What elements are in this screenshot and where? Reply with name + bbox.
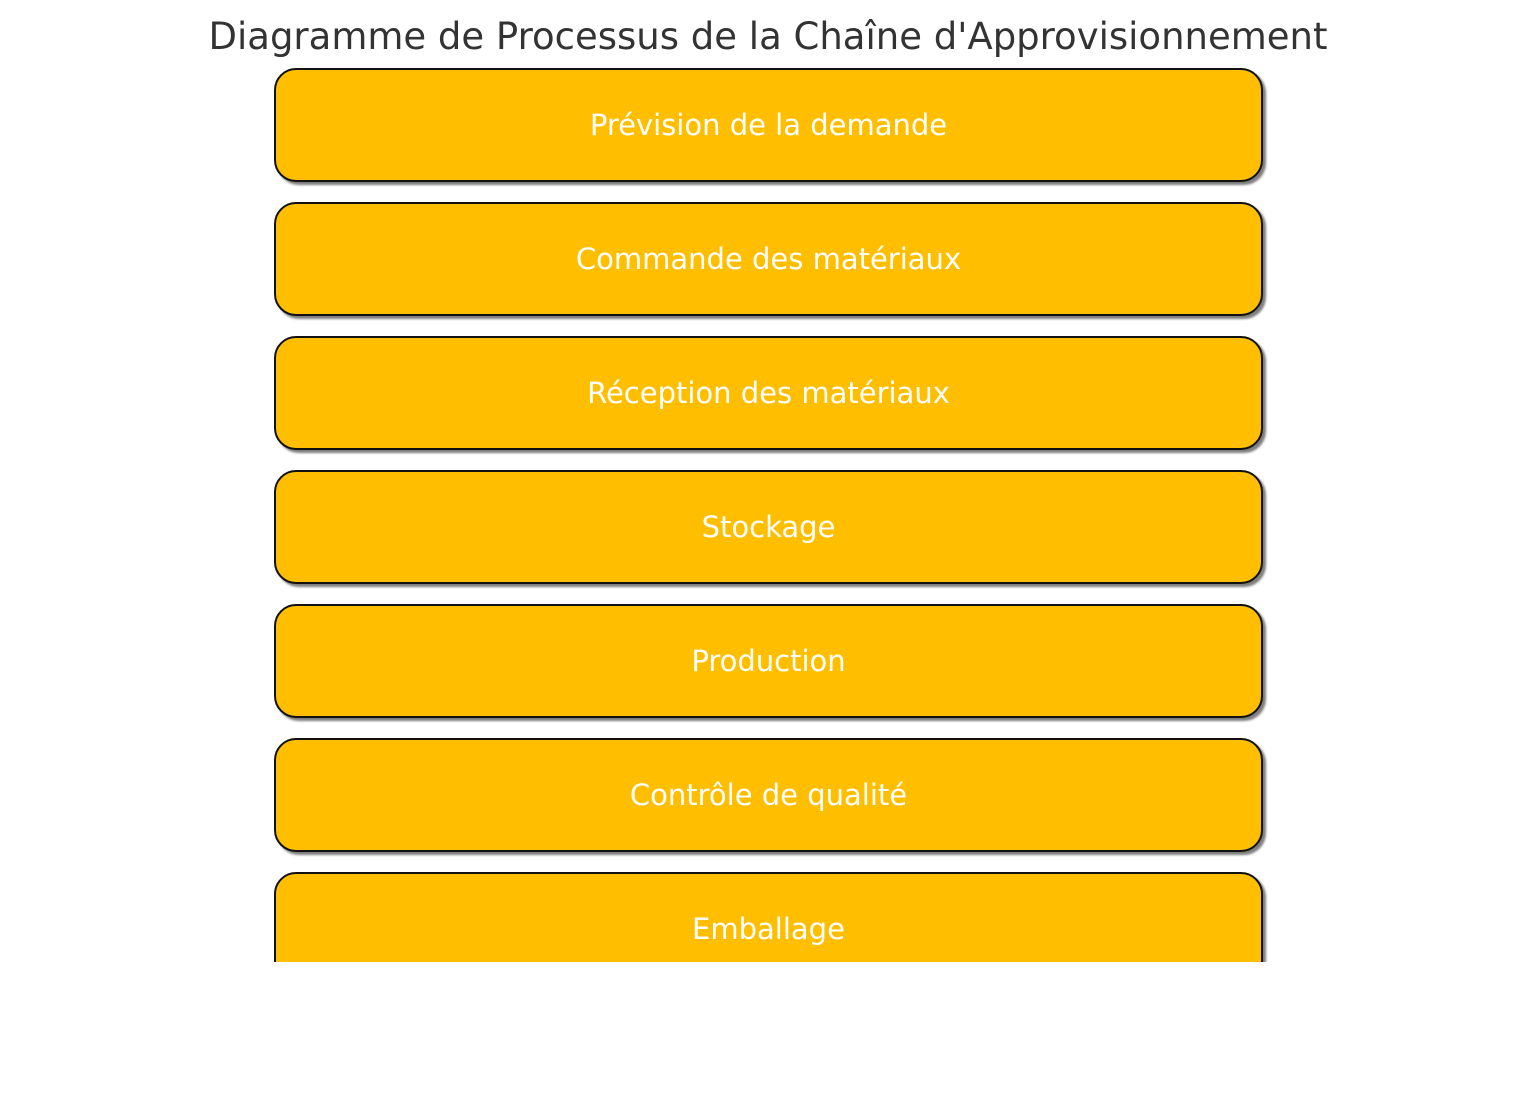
flow-node-label: Production — [691, 644, 846, 678]
flow-node-3[interactable]: Réception des matériaux — [274, 336, 1263, 450]
flow-node-label: Prévision de la demande — [589, 108, 948, 142]
flow-node-7[interactable]: Emballage — [274, 872, 1263, 962]
flow-node-label: Contrôle de qualité — [629, 778, 908, 812]
flowchart-node-stack: Prévision de la demande Commande des mat… — [274, 68, 1268, 962]
flow-node-label: Emballage — [692, 912, 845, 946]
flow-node-5[interactable]: Production — [274, 604, 1263, 718]
flow-node-2[interactable]: Commande des matériaux — [274, 202, 1263, 316]
flow-node-4[interactable]: Stockage — [274, 470, 1263, 584]
flow-node-label: Commande des matériaux — [575, 242, 962, 276]
flow-node-6[interactable]: Contrôle de qualité — [274, 738, 1263, 852]
flow-node-1[interactable]: Prévision de la demande — [274, 68, 1263, 182]
flow-node-label: Stockage — [701, 510, 836, 544]
flow-node-label: Réception des matériaux — [587, 376, 950, 410]
page-title: Diagramme de Processus de la Chaîne d'Ap… — [208, 15, 1328, 58]
